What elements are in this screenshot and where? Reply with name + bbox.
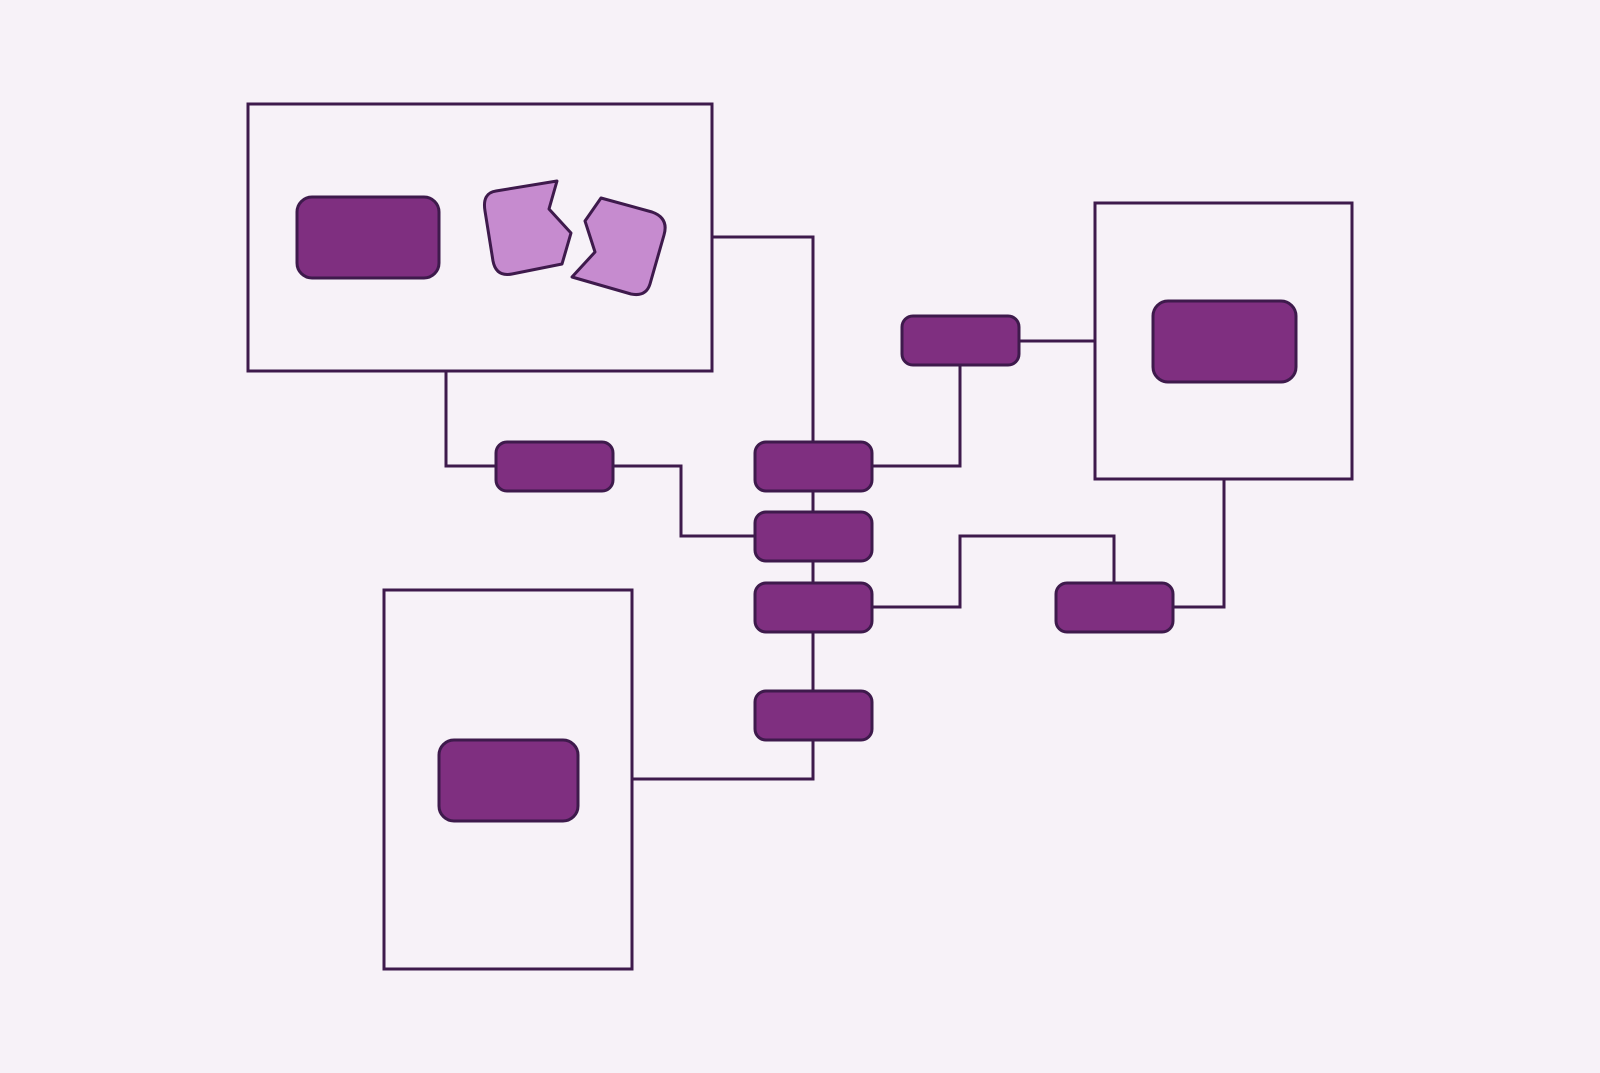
connector-top-frame-to-left-node (444, 371, 496, 468)
connector-left-node-to-bus-middle (613, 464, 755, 538)
broken-block-right-piece (570, 196, 667, 296)
left-connector-node[interactable] (494, 440, 615, 493)
right-frame (1093, 201, 1354, 481)
connector-bus-top-to-upper-right-node (871, 365, 962, 468)
upper-right-connector-node[interactable] (900, 314, 1021, 367)
lower-right-connector-node[interactable] (1054, 581, 1175, 634)
nodes (295, 195, 1298, 823)
bus-node-top[interactable] (753, 440, 874, 493)
frames (246, 102, 1354, 971)
broken-block-left-piece (483, 179, 573, 276)
connector-lower-right-node-to-right-frame (1173, 479, 1226, 609)
connector-top-frame-to-bus-top (712, 235, 815, 442)
bottom-frame-main-block[interactable] (437, 738, 580, 823)
bus-node-lower[interactable] (753, 581, 874, 634)
bottom-left-frame (382, 588, 634, 971)
broken-block-icon (483, 179, 667, 296)
top-left-frame (246, 102, 714, 373)
connector-bus-lower-to-lower-right-node (871, 534, 1116, 609)
right-frame-main-block[interactable] (1151, 299, 1298, 384)
top-frame-main-block[interactable] (295, 195, 441, 280)
connector-bus-bottom-to-bottom-frame (632, 740, 815, 781)
bus-node-bottom[interactable] (753, 689, 874, 742)
bus-node-middle[interactable] (753, 510, 874, 563)
